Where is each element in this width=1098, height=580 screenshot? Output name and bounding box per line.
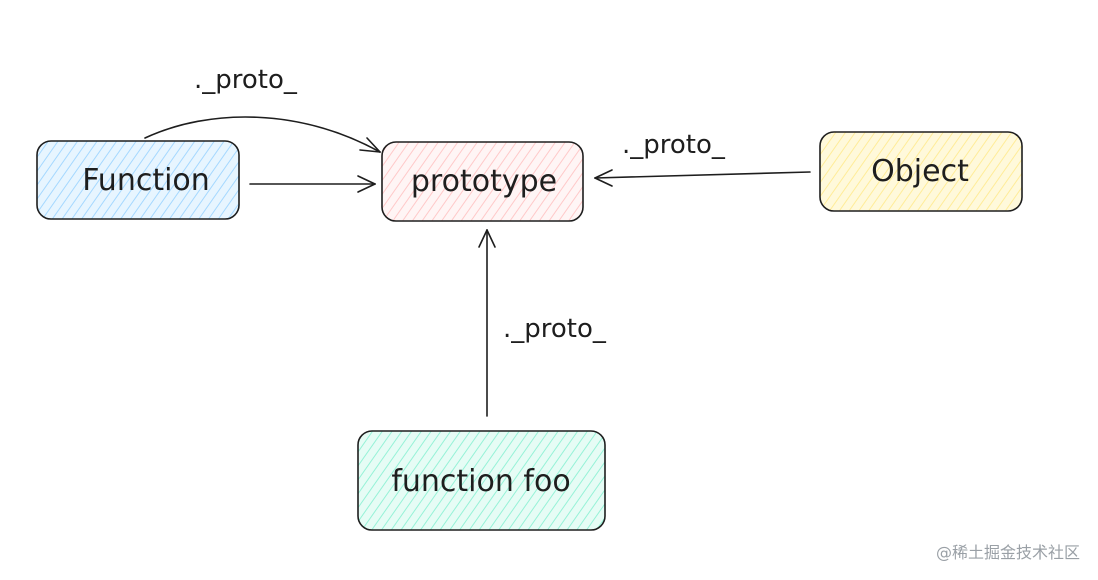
arrow-object bbox=[594, 169, 811, 187]
watermark-text: @稀土掘金技术社区 bbox=[936, 543, 1080, 562]
node-function-label: Function bbox=[82, 163, 210, 198]
node-object-label: Object bbox=[871, 154, 969, 189]
node-object: Object bbox=[819, 131, 1023, 212]
edge-label-function-curve: ._proto_ bbox=[194, 65, 298, 95]
arrow-function-straight bbox=[249, 175, 376, 193]
node-function-foo: function foo bbox=[357, 430, 606, 531]
node-prototype-label: prototype bbox=[411, 164, 557, 199]
edge-label-function-foo: ._proto_ bbox=[503, 314, 607, 344]
node-function-foo-label: function foo bbox=[391, 464, 570, 499]
node-function: Function bbox=[36, 140, 240, 220]
arrow-function-foo bbox=[478, 229, 496, 417]
edge-label-object: ._proto_ bbox=[622, 130, 726, 160]
node-prototype: prototype bbox=[381, 141, 584, 222]
arrow-function-curve bbox=[144, 116, 381, 153]
